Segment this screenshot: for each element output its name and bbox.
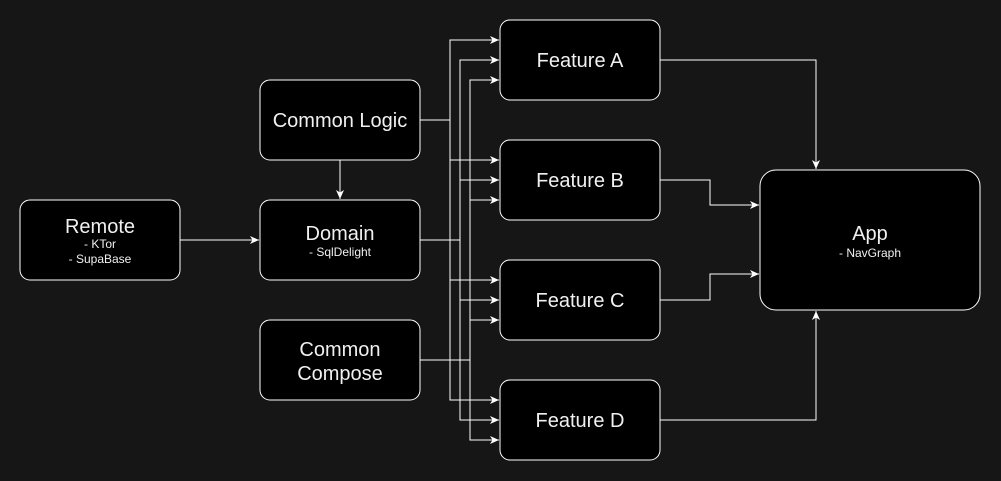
node-feature-d: Feature D	[499, 379, 661, 461]
node-domain: Domain - SqlDelight	[259, 199, 421, 281]
edge-domain-to-feature-d	[420, 239, 499, 424]
edge-feature-b-to-app	[660, 179, 759, 209]
node-feature-c: Feature C	[499, 259, 661, 341]
node-domain-title: Domain	[306, 223, 375, 245]
node-feature-a-title: Feature A	[537, 50, 624, 72]
node-feature-b-title: Feature B	[536, 170, 624, 192]
node-feature-d-title: Feature D	[536, 410, 625, 432]
edge-feature-a-to-app	[660, 59, 820, 169]
node-app-title: App	[852, 223, 888, 245]
edge-domain-to-feature-b	[420, 176, 499, 241]
node-common-logic-title: Common Logic	[273, 110, 408, 132]
node-common-logic: Common Logic	[259, 79, 421, 161]
node-common-compose-title-line-1: Common	[299, 339, 380, 361]
node-common-compose: Common Compose	[259, 319, 421, 401]
node-feature-b: Feature B	[499, 139, 661, 221]
node-feature-c-title: Feature C	[536, 290, 625, 312]
edge-common-compose-to-feature-d	[420, 359, 499, 444]
node-feature-a: Feature A	[499, 19, 661, 101]
edge-common-logic-to-feature-d	[420, 119, 499, 404]
edge-feature-c-to-app	[660, 270, 759, 301]
edges	[180, 36, 820, 444]
node-remote-title: Remote	[65, 216, 135, 238]
node-app-subtitle: - NavGraph	[839, 246, 901, 260]
node-common-compose-title-line-2: Compose	[297, 363, 383, 385]
node-remote-subtitle-2: - SupaBase	[69, 252, 132, 266]
node-domain-subtitle: - SqlDelight	[309, 245, 372, 259]
node-app: App - NavGraph	[759, 169, 981, 311]
node-remote-subtitle-1: - KTor	[84, 237, 116, 251]
node-remote: Remote - KTor - SupaBase	[19, 199, 181, 281]
edge-feature-d-to-app	[660, 311, 820, 421]
